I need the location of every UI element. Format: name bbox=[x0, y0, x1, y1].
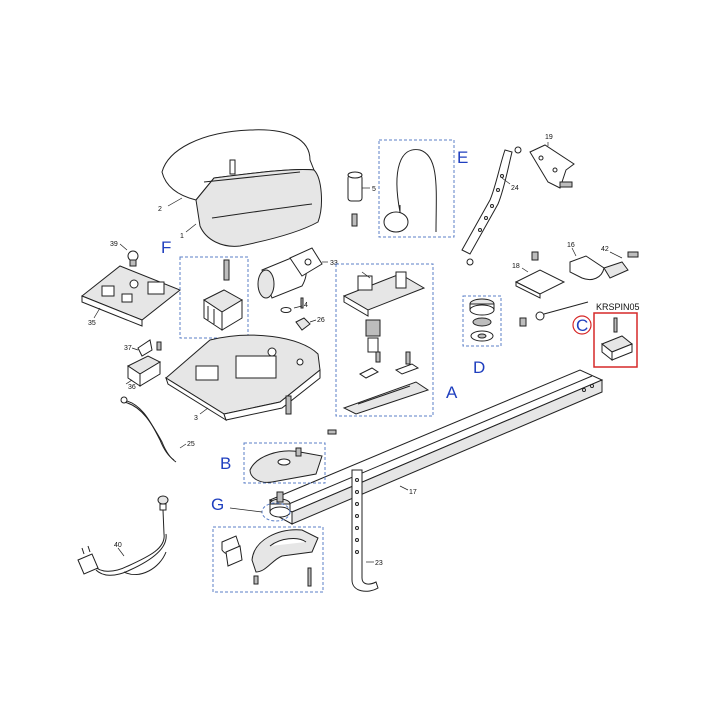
base-housing-part bbox=[165, 334, 321, 422]
part-code-label: KRSPIN05 bbox=[596, 302, 640, 312]
gear-mechanism-part bbox=[342, 271, 430, 415]
group-letter-f: F bbox=[161, 238, 171, 257]
lower-trolley-part bbox=[221, 529, 319, 587]
power-cord-part bbox=[77, 495, 169, 576]
light-bulb-part bbox=[127, 250, 139, 267]
long-pin-part bbox=[519, 301, 589, 327]
part-number-5: 5 bbox=[372, 186, 376, 193]
hanging-bracket-part bbox=[351, 469, 379, 592]
part-number-39: 39 bbox=[110, 241, 118, 248]
motor-part bbox=[257, 247, 323, 299]
mounting-clamp-part bbox=[569, 251, 639, 281]
release-cable bbox=[383, 149, 437, 233]
trolley-cover-part bbox=[249, 429, 337, 483]
part-number-1: 1 bbox=[180, 233, 184, 240]
group-box-e bbox=[378, 139, 455, 238]
part-number-42: 42 bbox=[601, 246, 609, 253]
group-letter-e: E bbox=[457, 148, 468, 167]
group-box-b bbox=[243, 442, 326, 484]
clip-part-26 bbox=[295, 317, 311, 331]
part-number-37: 37 bbox=[124, 345, 132, 352]
group-box-d bbox=[462, 295, 502, 347]
bushing-part bbox=[347, 171, 363, 227]
pulley-part bbox=[269, 491, 291, 518]
cable-part bbox=[120, 396, 177, 463]
group-box-a bbox=[335, 263, 434, 417]
highlight-box-c bbox=[593, 312, 638, 368]
part-number-23: 23 bbox=[375, 560, 383, 567]
krspin05-part bbox=[601, 317, 633, 362]
motor-cover bbox=[161, 129, 322, 247]
control-board-part bbox=[81, 265, 181, 327]
part-number-19: 19 bbox=[545, 134, 553, 141]
part-number-35: 35 bbox=[88, 320, 96, 327]
washer-and-screw-part bbox=[280, 297, 304, 313]
terminal-block-part bbox=[127, 339, 162, 387]
part-number-3: 3 bbox=[194, 415, 198, 422]
plate-part-18 bbox=[514, 251, 566, 299]
part-number-36: 36 bbox=[128, 384, 136, 391]
part-number-2: 2 bbox=[158, 206, 162, 213]
group-letter-c: C bbox=[576, 316, 588, 335]
group-letter-d: D bbox=[473, 358, 485, 377]
part-number-25: 25 bbox=[187, 441, 195, 448]
wall-bracket-part bbox=[529, 144, 575, 189]
transformer-part bbox=[203, 259, 243, 331]
sprocket-part bbox=[469, 298, 495, 342]
screw-part bbox=[285, 395, 292, 415]
part-number-40: 40 bbox=[114, 542, 122, 549]
group-letter-g: G bbox=[211, 495, 224, 514]
part-number-24: 24 bbox=[511, 185, 519, 192]
highlight-circle-c bbox=[572, 315, 592, 335]
part-number-33: 33 bbox=[330, 260, 338, 267]
group-letter-a: A bbox=[446, 383, 458, 402]
part-number-17: 17 bbox=[409, 489, 417, 496]
part-number-26: 26 bbox=[317, 317, 325, 324]
part-number-18: 18 bbox=[512, 263, 520, 270]
group-box-lower-trolley bbox=[212, 526, 324, 593]
part-number-16: 16 bbox=[567, 242, 575, 249]
part-number-4: 4 bbox=[304, 302, 308, 309]
perforated-arm-part bbox=[461, 146, 522, 266]
group-letter-b: B bbox=[220, 454, 231, 473]
group-box-f bbox=[179, 256, 249, 339]
rail-part bbox=[268, 369, 604, 525]
